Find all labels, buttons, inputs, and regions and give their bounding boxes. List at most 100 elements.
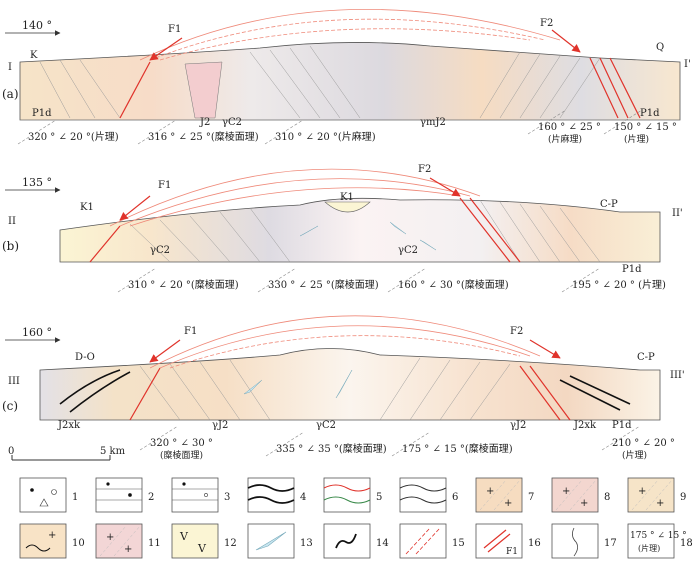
trend-label-b: 135 ° [22,176,52,189]
attitude-label: 316 ° ∠ 25 °(糜棱面理) [148,130,259,143]
legend-swatch [171,477,219,513]
unit-label: γC2 [150,245,170,256]
legend-item-17: 17 [551,523,617,559]
fault-label-F1-c: F1 [184,326,197,337]
attitude-label: 150 ° ∠ 15 ° [614,122,677,133]
legend-swatch [627,477,675,513]
attitude-label: 320 ° ∠ 30 ° [150,438,213,449]
granite-cross-icon: + [486,486,494,497]
scale-bar-end: 5 km [100,446,126,457]
legend-number: 11 [148,538,161,549]
unit-label: P1d [612,420,632,431]
legend-number: 12 [224,538,237,549]
section-a: 140 ° I I' (a) F1 F2 320 ° ∠ 20 °(片理)316… [2,8,691,145]
legend-number: 2 [148,492,154,503]
volcanic-v-icon: V [197,542,207,555]
granite-cross-icon: + [638,486,646,497]
trend-label-c: 160 ° [22,326,52,339]
legend-item-18: 175 ° ∠ 15 °(片理)18 [627,523,693,559]
foliation-wave-icon [247,496,295,504]
xenolith-lens-icon [255,531,287,551]
unit-label: C-P [600,199,618,210]
fault-traces-a [119,57,641,119]
attitude-leader [139,425,179,451]
fault-label-F2-b: F2 [418,164,431,175]
foliation-wave-icon [399,484,447,492]
granite-cross-icon: + [580,498,588,509]
legend-number: 16 [528,538,541,549]
panel-label-b: (b) [2,239,19,253]
section-c-body [39,348,661,421]
legend-swatch [19,477,67,513]
gneiss-wave-icon [25,544,51,552]
restored-arc-a1 [139,8,561,61]
fault-arrow-F2-b [429,177,461,197]
attitude-label: 320 ° ∠ 20 °(片理) [28,130,119,143]
legend-item-13: 13 [247,523,313,559]
geological-boundary-icon [572,527,578,557]
legend-number: 1 [72,492,78,503]
attitude-sub-label: (糜棱面理) [160,449,203,461]
attitude-label: 160 ° ∠ 25 ° [538,122,601,133]
panel-label-c: (c) [2,399,18,413]
attitude-label: 195 ° ∠ 20 ° (片理) [572,278,666,291]
unit-label: J2xk [57,420,81,431]
legend-item-4: 4 [247,477,306,513]
legend-number: 17 [604,538,617,549]
legend-attitude-label: 175 ° ∠ 15 ° [630,531,687,541]
section-a-foliation [39,45,601,119]
attitude-sub-label: (片理) [624,133,649,145]
granite-cross-icon: + [48,530,56,541]
section-roman-c: III [8,376,20,387]
attitude-leader [387,267,427,293]
unit-label: J2xk [573,420,597,431]
unit-J2-body [184,61,223,119]
legend-number: 9 [680,492,686,503]
fault-arrow-F1-b [119,195,151,221]
legend-number: 6 [452,492,458,503]
fault-traces-b [89,197,521,263]
unit-label: Q [656,42,664,53]
foliation-wave-icon [247,484,295,492]
unit-label: γC2 [398,245,418,256]
fault-label-F1-b: F1 [158,180,171,191]
section-c: 160 ° III III' (c) F1 F2 320 ° ∠ 30 °(糜棱… [2,315,685,461]
gravel-dot-icon [204,493,208,497]
unit-label: D-O [75,352,95,363]
unit-label: K1 [340,192,354,203]
unit-label: γJ2 [510,420,526,431]
legend-item-3: 3 [171,477,230,513]
volcanic-v-icon: V [179,530,189,543]
legend-number: 8 [604,492,610,503]
fault-arrow-F1-c [149,339,181,363]
restored-arc-c2 [159,325,531,369]
hatch-line-icon [479,479,507,511]
unit-label: K1 [80,202,94,213]
unit-label: γJ2 [212,420,228,431]
attitude-leader [264,119,304,145]
unit-label: C-P [637,352,655,363]
restored-arc-b2 [119,178,471,227]
triangle-clast-icon [39,498,49,507]
legend-swatch [171,523,219,559]
hatch-line-icon [493,479,521,511]
attitude-label: 335 ° ∠ 35 °(糜棱面理) [276,442,387,455]
hatch-line-icon [99,525,127,557]
attitude-label: 310 ° ∠ 20 °(糜棱面理) [128,278,239,291]
attitude-leader [137,119,177,145]
gravel-dot-icon [30,488,34,492]
restored-arc-a2 [149,18,546,61]
section-c-foliation [139,357,511,421]
granite-cross-icon: + [656,498,664,509]
legend-item-10: +10 [19,523,85,559]
attitude-leader [265,431,305,457]
legend-number: 15 [452,538,465,549]
legend-number: 18 [680,538,693,549]
unit-label: J2 [199,117,210,128]
unit-label: γmJ2 [420,117,446,128]
pebble-icon [51,489,57,495]
unit-label: γC2 [222,117,242,128]
legend-number: 7 [528,492,534,503]
